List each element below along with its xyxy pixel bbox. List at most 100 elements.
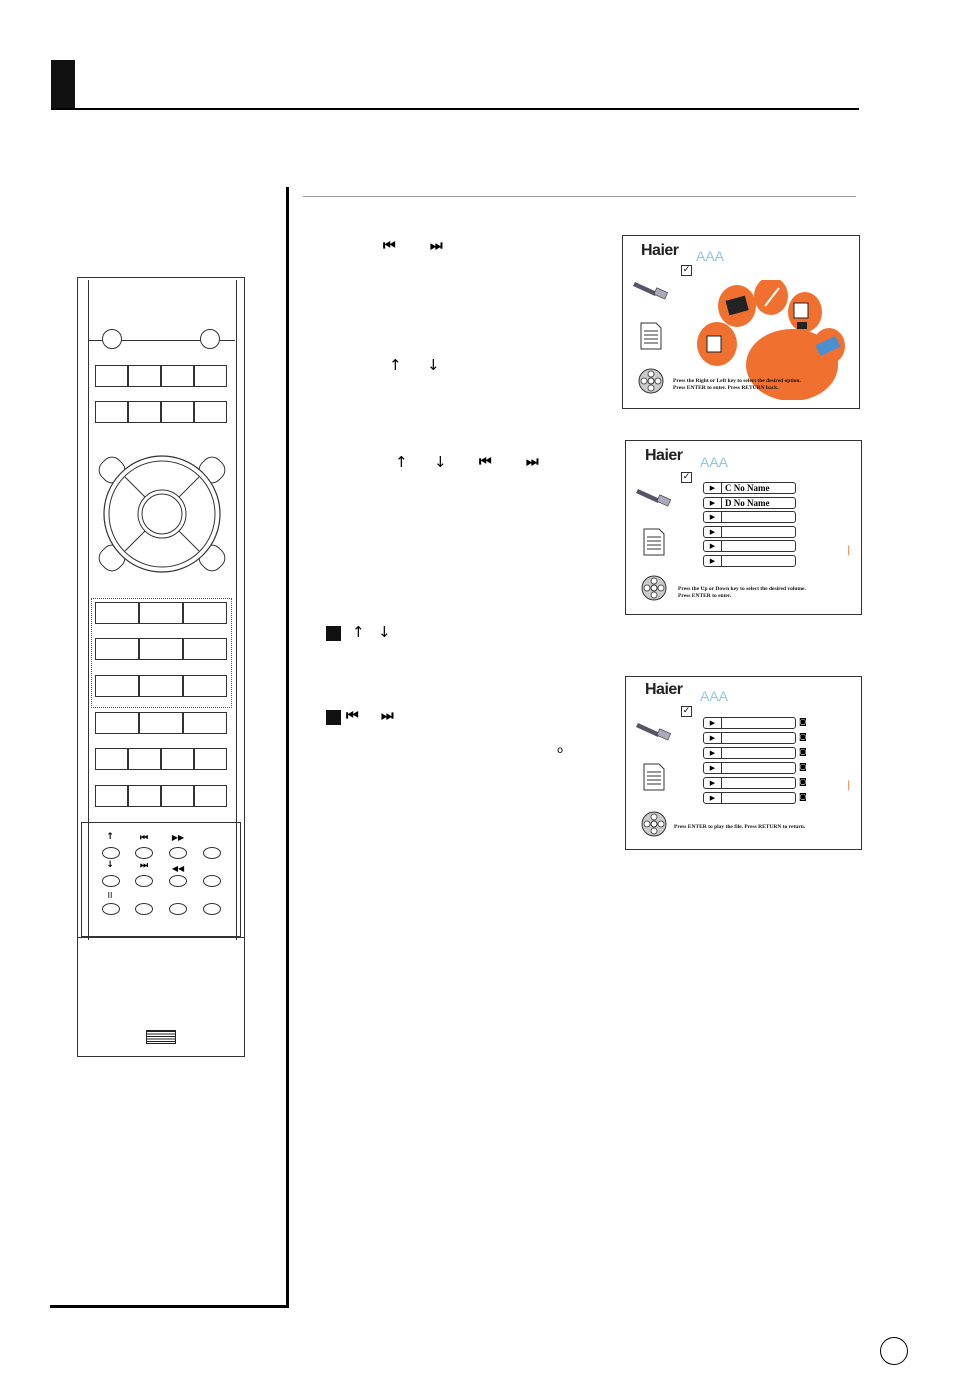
camera-icon: ◙ [799, 747, 807, 756]
play-icon: ▶ [704, 718, 722, 728]
remote-key[interactable] [161, 401, 194, 423]
play-icon: ▶ [704, 497, 722, 508]
usb-plug-icon [636, 719, 672, 747]
remote-key[interactable] [95, 785, 128, 807]
down-arrow-icon: ↓ [427, 356, 440, 374]
file-row[interactable]: ▶ [703, 717, 796, 729]
next-icon: ⏭ [526, 454, 539, 470]
prev-icon: ⏮ [383, 238, 396, 254]
remote-media-button[interactable] [135, 847, 153, 859]
remote-key[interactable] [183, 712, 227, 734]
remote-power-button[interactable] [102, 329, 122, 349]
remote-key[interactable] [95, 675, 139, 697]
remote-key[interactable] [161, 365, 194, 387]
next-icon: ⏭ [430, 238, 443, 254]
down-arrow-icon: ↓ [378, 623, 391, 641]
up-arrow-icon: ↑ [352, 623, 365, 641]
camera-icon: ◙ [799, 717, 807, 726]
play-icon: ▶ [704, 541, 722, 552]
header-rule [51, 108, 859, 110]
file-row[interactable]: ▶ [703, 777, 796, 789]
usb-plug-icon [636, 485, 672, 513]
file-row[interactable]: ▶ [703, 762, 796, 774]
remote-divider [88, 340, 235, 341]
screen-main-menu: Haier AAA ✓ Press the Right or Left key … [622, 235, 860, 409]
volume-row[interactable]: ▶ [703, 511, 796, 524]
remote-media-button[interactable] [135, 903, 153, 915]
file-row[interactable]: ▶ [703, 732, 796, 744]
fast-forward-icon: ▶▶ [171, 833, 185, 842]
remote-key[interactable] [194, 365, 227, 387]
remote-key[interactable] [194, 785, 227, 807]
remote-media-button[interactable] [102, 847, 120, 859]
remote-media-button[interactable] [203, 875, 221, 887]
remote-key[interactable] [95, 638, 139, 660]
remote-media-button[interactable] [203, 903, 221, 915]
remote-media-button[interactable] [169, 847, 187, 859]
volume-row[interactable]: ▶ [703, 525, 796, 538]
brand-logo: Haier [645, 681, 683, 698]
remote-key[interactable] [128, 401, 161, 423]
up-arrow-icon: ↑ [389, 356, 402, 374]
remote-media-button[interactable] [102, 903, 120, 915]
file-row[interactable]: ▶ [703, 792, 796, 804]
screen-hint: Press the Up or Down key to select the d… [678, 586, 806, 599]
volume-row[interactable]: ▶ [703, 555, 796, 567]
volume-row[interactable]: ▶D No Name [703, 496, 796, 509]
remote-body [88, 280, 237, 940]
film-reel-icon [638, 368, 664, 398]
check-icon: ✓ [681, 265, 692, 276]
up-arrow-icon: ↑ [395, 453, 408, 471]
remote-key[interactable] [161, 785, 194, 807]
remote-key[interactable] [139, 638, 183, 660]
remote-key[interactable] [139, 675, 183, 697]
remote-key[interactable] [128, 785, 161, 807]
down-arrow-icon: ↓ [106, 860, 114, 870]
remote-divider [77, 937, 245, 938]
remote-source-button[interactable] [200, 329, 220, 349]
content-rule [303, 196, 856, 197]
remote-media-button[interactable] [102, 875, 120, 887]
film-reel-icon [641, 575, 667, 605]
step-bullet [326, 710, 341, 725]
paw-menu-icon[interactable] [693, 277, 853, 404]
remote-speaker-grille-icon [146, 1030, 176, 1044]
remote-key[interactable] [128, 748, 161, 770]
remote-key[interactable] [95, 602, 139, 624]
remote-key[interactable] [95, 712, 139, 734]
section-marker [51, 60, 75, 108]
brand-sub: AAA [700, 454, 729, 470]
scroll-marker: | [847, 780, 851, 791]
brand-logo: Haier [641, 242, 679, 259]
remote-key[interactable] [95, 365, 128, 387]
remote-key[interactable] [139, 602, 183, 624]
remote-dpad[interactable] [96, 450, 228, 578]
remote-key-group [91, 598, 232, 708]
remote-media-button[interactable] [135, 875, 153, 887]
next-icon: ⏭ [381, 708, 394, 724]
page-number-circle [880, 1337, 908, 1365]
volume-row[interactable]: ▶ [703, 540, 796, 553]
camera-icon: ◙ [799, 792, 807, 801]
bottom-rule [50, 1305, 289, 1308]
remote-key[interactable] [161, 748, 194, 770]
remote-key[interactable] [194, 401, 227, 423]
remote-media-button[interactable] [169, 875, 187, 887]
remote-media-button[interactable] [203, 847, 221, 859]
remote-key[interactable] [183, 675, 227, 697]
volume-label: C No Name [725, 483, 770, 493]
file-row[interactable]: ▶ [703, 747, 796, 759]
film-reel-icon [641, 811, 667, 841]
remote-key[interactable] [183, 638, 227, 660]
remote-key[interactable] [183, 602, 227, 624]
remote-media-button[interactable] [169, 903, 187, 915]
scroll-marker: | [847, 545, 851, 556]
volume-label: D No Name [725, 497, 770, 508]
play-icon: ▶ [704, 556, 722, 566]
remote-key[interactable] [95, 748, 128, 770]
remote-key[interactable] [139, 712, 183, 734]
remote-key[interactable] [95, 401, 128, 423]
remote-key[interactable] [194, 748, 227, 770]
volume-row[interactable]: ▶C No Name [703, 482, 796, 494]
remote-key[interactable] [128, 365, 161, 387]
